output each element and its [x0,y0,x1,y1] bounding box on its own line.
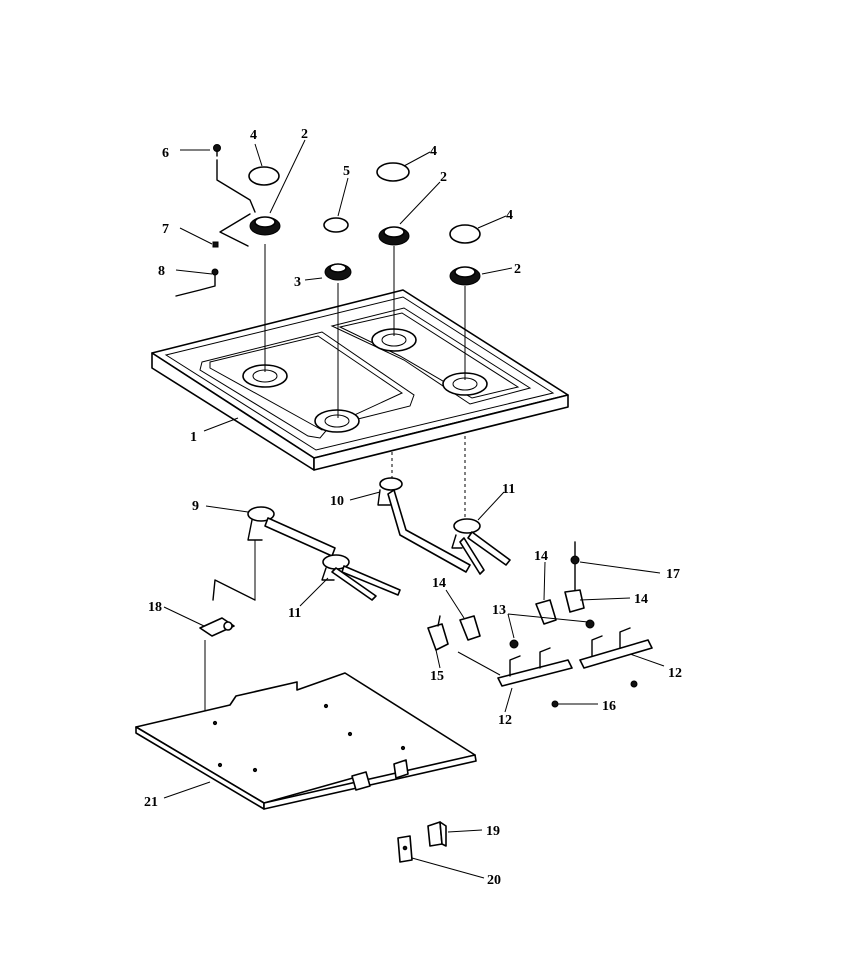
callout-6: 6 [162,146,169,161]
callout-7: 7 [162,222,169,237]
callout-5: 5 [343,164,350,179]
valve [427,615,449,651]
burner-hole [314,409,360,433]
callout-13: 13 [492,603,506,618]
callout-1: 1 [190,430,197,445]
burner-support [579,627,653,669]
callout-8: 8 [158,264,165,279]
callout-19: 19 [486,824,500,839]
screw [630,680,638,688]
cooktop-panel [151,289,569,471]
callout-9: 9 [192,499,199,514]
callout-20: 20 [487,873,501,888]
burner-cap-small [323,217,349,233]
burner-cap [248,166,280,186]
wire [212,579,256,601]
callout-11: 11 [502,482,515,497]
burner-head [449,266,481,286]
burner-head [249,216,281,236]
clip [427,821,447,847]
callout-labels: 1 2 2 2 3 4 4 4 5 6 7 8 9 10 11 11 12 12… [144,127,682,888]
callout-2: 2 [301,127,308,142]
burner-cap [449,224,481,244]
burner-cap [376,162,410,182]
callout-4: 4 [430,144,437,159]
callout-10: 10 [330,494,344,509]
callout-2: 2 [514,262,521,277]
igniter-wire [216,159,256,213]
callout-17: 17 [666,567,680,582]
callout-18: 18 [148,600,162,615]
burner-head [378,226,410,246]
callout-14: 14 [534,549,548,564]
valve [535,599,557,625]
igniter [212,241,219,248]
burner-head-small [324,263,352,281]
callout-15: 15 [430,669,444,684]
callout-4: 4 [250,128,257,143]
burner-hole [371,328,417,352]
orifice [509,619,595,649]
callout-14: 14 [634,592,648,607]
valve [564,541,585,613]
igniter-lead [175,269,216,297]
screw [213,144,221,157]
burner-tube-left [247,506,401,601]
igniter-wire [219,213,251,247]
callout-2: 2 [440,170,447,185]
alignment-lines [204,244,466,742]
callout-16: 16 [602,699,616,714]
callout-14: 14 [432,576,446,591]
callout-11: 11 [288,606,301,621]
leader-lines [163,139,665,879]
burner-bracket [199,617,235,637]
bracket [397,835,413,863]
callout-12: 12 [498,713,512,728]
burner-support [497,647,573,687]
callout-12: 12 [668,666,682,681]
callout-21: 21 [144,795,158,810]
screw [551,700,559,708]
burner-tube-right [377,477,511,575]
valve [459,615,481,641]
bottom-panel [135,672,477,810]
callout-4: 4 [506,208,513,223]
callout-3: 3 [294,275,301,290]
